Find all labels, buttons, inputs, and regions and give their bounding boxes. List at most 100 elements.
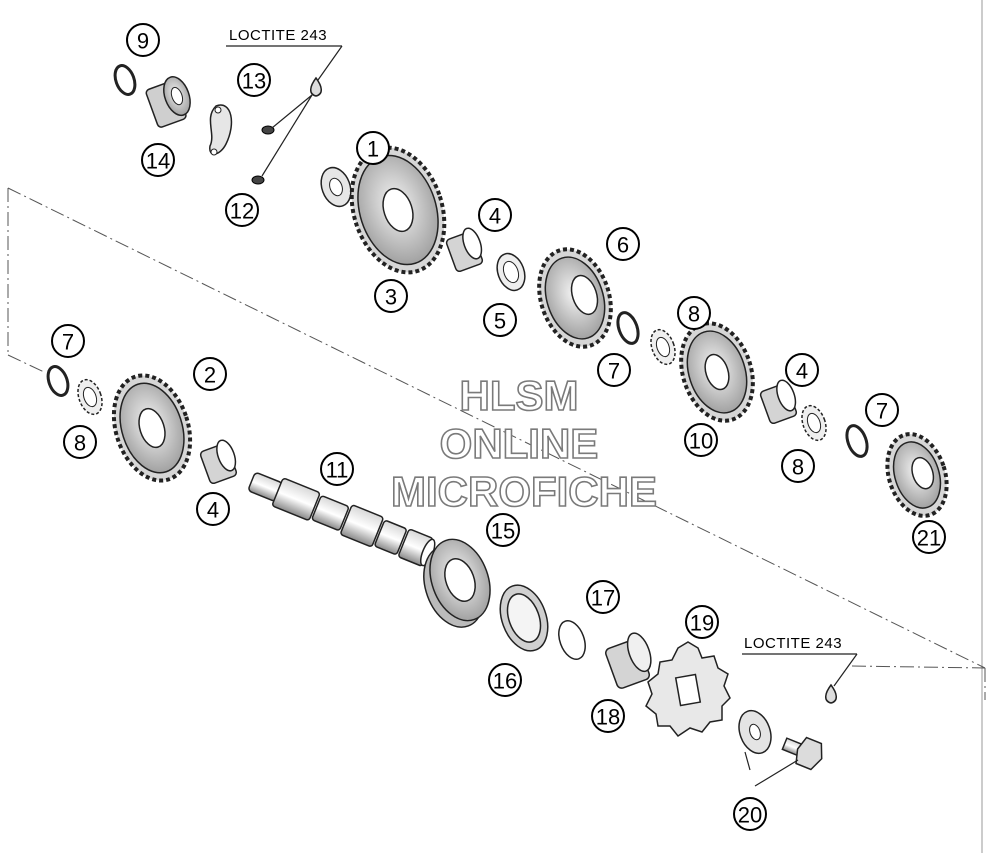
gear-part-2 bbox=[111, 373, 193, 483]
screw-part-13 bbox=[261, 125, 275, 135]
callout-c5: 5 bbox=[483, 303, 517, 337]
needle-bearing-part-4-right bbox=[759, 379, 798, 425]
callout-c8b: 8 bbox=[63, 425, 97, 459]
assembly-axis-lines bbox=[7, 187, 986, 700]
callout-number: 9 bbox=[137, 29, 149, 54]
retainer-plate bbox=[209, 104, 233, 156]
circlip-part-9 bbox=[113, 64, 137, 96]
callout-c8c: 8 bbox=[781, 449, 815, 483]
callout-c8a: 8 bbox=[677, 296, 711, 330]
callout-number: 13 bbox=[242, 69, 266, 94]
callout-circle bbox=[374, 279, 408, 313]
loctite-drop-icon bbox=[310, 76, 322, 97]
callout-circle bbox=[126, 23, 160, 57]
callout-circle bbox=[677, 296, 711, 330]
watermark: HLSM ONLINE MICROFICHE bbox=[390, 371, 658, 516]
callout-circle bbox=[781, 449, 815, 483]
callout-circle bbox=[51, 324, 85, 358]
callout-circle bbox=[141, 143, 175, 177]
shaft-part-11 bbox=[248, 472, 436, 567]
callout-c10: 10 bbox=[684, 423, 718, 457]
gear-part-6 bbox=[537, 247, 613, 349]
bearing-part-15 bbox=[423, 538, 491, 628]
callout-number: 8 bbox=[688, 302, 700, 327]
callout-number: 4 bbox=[489, 204, 501, 229]
callout-number: 12 bbox=[230, 199, 254, 224]
callout-c4c: 4 bbox=[196, 492, 230, 526]
callout-circle bbox=[684, 423, 718, 457]
needle-bearing-part-4-top bbox=[445, 227, 484, 273]
callout-c12: 12 bbox=[225, 193, 259, 227]
callout-circle bbox=[912, 520, 946, 554]
callout-circle bbox=[63, 425, 97, 459]
needle-bearing-part-4-left bbox=[199, 439, 238, 485]
seal-part-16 bbox=[499, 584, 549, 652]
o-ring-part-17 bbox=[558, 620, 586, 660]
callout-number: 10 bbox=[689, 429, 713, 454]
callout-circle bbox=[865, 393, 899, 427]
callout-c4a: 4 bbox=[478, 198, 512, 232]
callout-circle bbox=[597, 353, 631, 387]
callout-number: 7 bbox=[62, 330, 74, 355]
callout-c7c: 7 bbox=[865, 393, 899, 427]
callout-number: 14 bbox=[146, 149, 170, 174]
callout-number: 7 bbox=[876, 399, 888, 424]
callout-c7a: 7 bbox=[51, 324, 85, 358]
callout-number: 20 bbox=[738, 803, 762, 828]
washer-part-5 bbox=[496, 252, 526, 292]
callout-c6: 6 bbox=[606, 227, 640, 261]
washer-part-20 bbox=[738, 709, 772, 755]
callout-number: 7 bbox=[608, 359, 620, 384]
callout-c18: 18 bbox=[591, 699, 625, 733]
callout-c14: 14 bbox=[141, 143, 175, 177]
callout-circle bbox=[320, 452, 354, 486]
loctite-drop-icon-bottom bbox=[825, 683, 837, 704]
callout-number: 4 bbox=[796, 359, 808, 384]
callout-number: 6 bbox=[617, 233, 629, 258]
callout-number: 15 bbox=[491, 519, 515, 544]
callout-number: 3 bbox=[385, 285, 397, 310]
callout-number: 19 bbox=[690, 611, 714, 636]
gear-part-3 bbox=[349, 145, 447, 275]
callout-circle bbox=[225, 193, 259, 227]
callout-c2: 2 bbox=[193, 357, 227, 391]
callout-circle bbox=[196, 492, 230, 526]
screw-part-12 bbox=[251, 175, 265, 185]
loctite-leader-lines-top bbox=[226, 45, 343, 177]
callout-circle bbox=[356, 131, 390, 165]
callout-c13: 13 bbox=[237, 63, 271, 97]
gear-part-10 bbox=[679, 321, 755, 423]
callout-c21: 21 bbox=[912, 520, 946, 554]
spline-washer-part-8-mid bbox=[650, 328, 676, 366]
circlip-part-7-left bbox=[46, 365, 70, 397]
callout-circle bbox=[486, 513, 520, 547]
callout-c7b: 7 bbox=[597, 353, 631, 387]
callout-circle bbox=[478, 198, 512, 232]
callout-number: 21 bbox=[917, 526, 941, 551]
callout-c1: 1 bbox=[356, 131, 390, 165]
callout-number: 8 bbox=[792, 455, 804, 480]
callout-circle bbox=[483, 303, 517, 337]
circlip-part-7-right bbox=[845, 424, 869, 458]
callout-number: 5 bbox=[494, 309, 506, 334]
callout-c20: 20 bbox=[733, 797, 767, 831]
callout-circle bbox=[606, 227, 640, 261]
callout-circle bbox=[586, 580, 620, 614]
callout-circle bbox=[237, 63, 271, 97]
loctite-label-top: LOCTITE 243 bbox=[229, 27, 327, 44]
callout-c19: 19 bbox=[685, 605, 719, 639]
callout-circle bbox=[733, 797, 767, 831]
circlip-part-7-mid bbox=[616, 311, 640, 345]
callout-number: 1 bbox=[367, 137, 379, 162]
callout-c17: 17 bbox=[586, 580, 620, 614]
thrust-washer bbox=[320, 166, 352, 208]
callout-circle bbox=[591, 699, 625, 733]
spline-washer-part-8-left bbox=[77, 378, 103, 416]
loctite-label-bottom: LOCTITE 243 bbox=[744, 635, 842, 652]
callout-number: 2 bbox=[204, 363, 216, 388]
loctite-leader-lines-bottom bbox=[742, 653, 858, 787]
callout-c15: 15 bbox=[486, 513, 520, 547]
callout-number: 17 bbox=[591, 586, 615, 611]
